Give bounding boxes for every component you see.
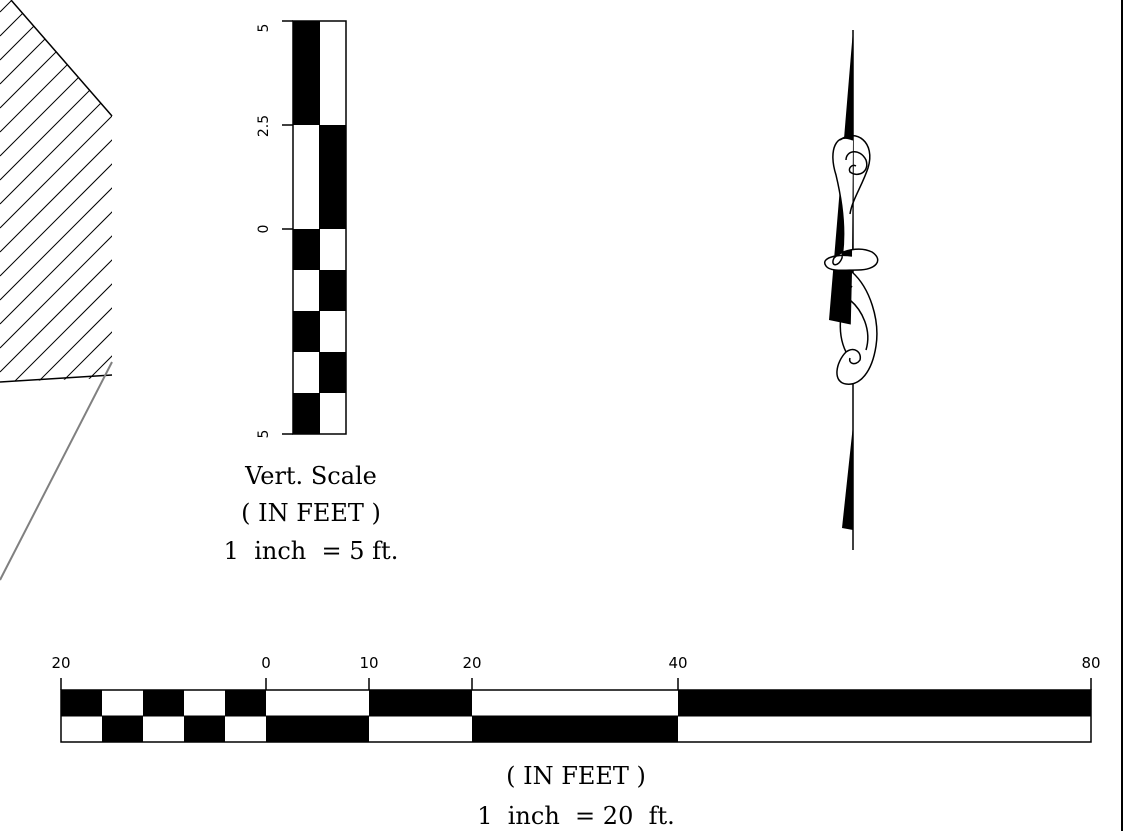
hatch-line xyxy=(0,279,112,382)
vertical-scale-ratio: 1 inch = 5 ft. xyxy=(224,537,399,565)
horizontal-scale-cell xyxy=(143,690,184,716)
vertical-scale-units: ( IN FEET ) xyxy=(241,499,381,527)
horizontal-scale-cell xyxy=(184,716,225,742)
hatch-line xyxy=(0,135,112,277)
vertical-scale-cell xyxy=(319,352,346,393)
hatch-line xyxy=(0,303,112,382)
horizontal-scale-bar: 20 0 10 20 40 80 xyxy=(51,654,1101,743)
hatch-line xyxy=(0,327,112,382)
vertical-scale-cell xyxy=(319,125,346,229)
vertical-scale-ratio-value: 5 xyxy=(349,537,364,565)
vertical-tick-label: 5 xyxy=(256,430,272,439)
vertical-scale-cell xyxy=(293,21,320,125)
horizontal-scale-cell xyxy=(102,716,143,742)
vertical-tick-label: 0 xyxy=(256,225,272,234)
hatch-line xyxy=(0,159,112,301)
hatch-line xyxy=(0,63,112,205)
horizontal-scale-units: ( IN FEET ) xyxy=(506,762,646,790)
horizontal-scale-cell xyxy=(61,690,102,716)
vertical-scale-cell xyxy=(293,311,320,352)
horizontal-tick-label: 20 xyxy=(51,654,70,672)
hatch-line xyxy=(0,15,112,157)
leader-line xyxy=(0,361,113,581)
hatch-line xyxy=(0,39,112,181)
hatch-line xyxy=(0,351,112,382)
hatch-line xyxy=(0,0,112,109)
hatch-line xyxy=(0,0,112,37)
horizontal-scale-cell xyxy=(266,716,369,742)
hatch-line xyxy=(0,0,112,133)
hatch-line xyxy=(0,255,112,382)
vertical-tick-label: 2.5 xyxy=(256,115,272,137)
hatch-line xyxy=(0,375,112,382)
vertical-scale-bar: 5 2.5 0 5 xyxy=(256,20,347,439)
north-arrow-icon xyxy=(824,30,879,550)
horizontal-tick-label: 0 xyxy=(261,654,271,672)
vertical-scale-cell xyxy=(293,229,320,270)
hatched-area-icon xyxy=(0,0,113,581)
hatch-line xyxy=(0,0,112,61)
vertical-scale-cell xyxy=(293,393,320,434)
hatch-line xyxy=(0,111,112,253)
horizontal-tick-label: 10 xyxy=(359,654,378,672)
horizontal-scale-cell xyxy=(678,690,1091,716)
horizontal-scale-cell xyxy=(225,690,266,716)
horizontal-tick-label: 20 xyxy=(462,654,481,672)
horizontal-tick-label: 80 xyxy=(1081,654,1100,672)
hatch-line xyxy=(0,0,112,13)
horizontal-tick-label: 40 xyxy=(668,654,687,672)
vertical-scale-cell xyxy=(319,270,346,311)
vertical-scale-title: Vert. Scale xyxy=(244,462,377,490)
hatch-line xyxy=(0,87,112,229)
horizontal-scale-ratio-value: 20 xyxy=(603,802,634,830)
hatch-line xyxy=(0,183,112,325)
horizontal-scale-ratio: 1 inch = 20 ft. xyxy=(477,802,675,830)
hatch-line xyxy=(0,231,112,373)
horizontal-scale-cell xyxy=(472,716,678,742)
vertical-tick-label: 5 xyxy=(256,24,272,33)
horizontal-scale-cell xyxy=(369,690,472,716)
hatch-line xyxy=(0,207,112,349)
